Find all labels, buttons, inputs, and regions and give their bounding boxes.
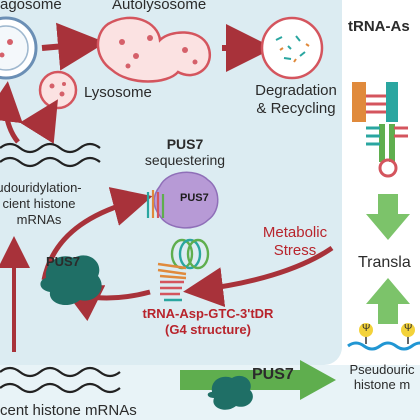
- pseudouridylated-label: Pseudouric histone m: [344, 362, 420, 392]
- deficient-mrna-waves: [0, 142, 101, 168]
- pus7-sequestering-label: PUS7 sequestering: [140, 136, 230, 168]
- pseudouridylated-mrna: [347, 323, 420, 351]
- pus7-sequestering-line-1: PUS7: [166, 136, 204, 152]
- bottom-left-label: cent histone mRNAs: [0, 402, 137, 419]
- arrow-to-sequestering: [41, 187, 153, 281]
- metabolic-line-2: Stress: [273, 242, 317, 259]
- translation-label: Transla: [358, 254, 411, 271]
- green-arrow-up: [366, 278, 410, 324]
- degradation-line-2: & Recycling: [256, 100, 336, 117]
- deficient-mrna-label: udouridylation- cient histone mRNAs: [0, 180, 82, 228]
- degradation-vesicle-icon: [260, 16, 324, 80]
- trna-asp-cloverleaf-icon: [352, 82, 408, 178]
- g4-trna-fragment-icon: [157, 238, 210, 302]
- pus7-bottom-label: PUS7: [252, 366, 294, 383]
- metabolic-line-1: Metabolic: [262, 224, 328, 241]
- lysosome-icon: [38, 70, 78, 110]
- arrow-to-autolysosome: [41, 22, 106, 71]
- degradation-label: Degradation & Recycling: [248, 82, 344, 118]
- arrow-to-lysosome: [19, 99, 58, 144]
- deficient-line-3: mRNAs: [16, 212, 62, 227]
- metabolic-stress-arrow: [183, 245, 334, 307]
- green-arrow-down: [366, 194, 410, 240]
- pus7-complex-label: PUS7: [180, 192, 209, 204]
- pus7-sequestering-complex: [146, 171, 219, 229]
- deficient-line-1: udouridylation-: [0, 180, 82, 195]
- degradation-line-1: Degradation: [255, 82, 337, 99]
- metabolic-stress-label: Metabolic Stress: [250, 224, 340, 260]
- bottom-pus7-icon: [207, 375, 253, 410]
- trna-fragment-line-2: (G4 structure): [165, 322, 251, 337]
- trna-fragment-label: tRNA-Asp-GTC-3'tDR (G4 structure): [120, 306, 296, 338]
- autolysosome-label: Autolysosome: [112, 0, 207, 13]
- pseudouridylated-line-1: Pseudouric: [349, 362, 415, 377]
- psi-symbol-1: Ψ: [362, 323, 371, 334]
- autophagosome-label: agosome: [0, 0, 62, 13]
- psi-symbol-2: Ψ: [404, 323, 413, 334]
- pus7-enzyme-icon: [40, 255, 102, 306]
- bottom-mrna-waves: [0, 366, 121, 394]
- arrow-curve-up: [0, 81, 23, 144]
- autolysosome-icon: [96, 16, 211, 83]
- pus7-sequestering-line-2: sequestering: [144, 152, 226, 168]
- deficient-line-2: cient histone: [2, 196, 76, 211]
- pseudouridylated-line-2: histone m: [353, 377, 411, 392]
- lysosome-label: Lysosome: [84, 84, 152, 101]
- trna-fragment-line-1: tRNA-Asp-GTC-3'tDR: [142, 306, 274, 321]
- trna-asp-title: tRNA-As: [348, 18, 410, 35]
- autophagosome-icon: [0, 16, 38, 80]
- pus7-enzyme-label: PUS7: [46, 254, 80, 269]
